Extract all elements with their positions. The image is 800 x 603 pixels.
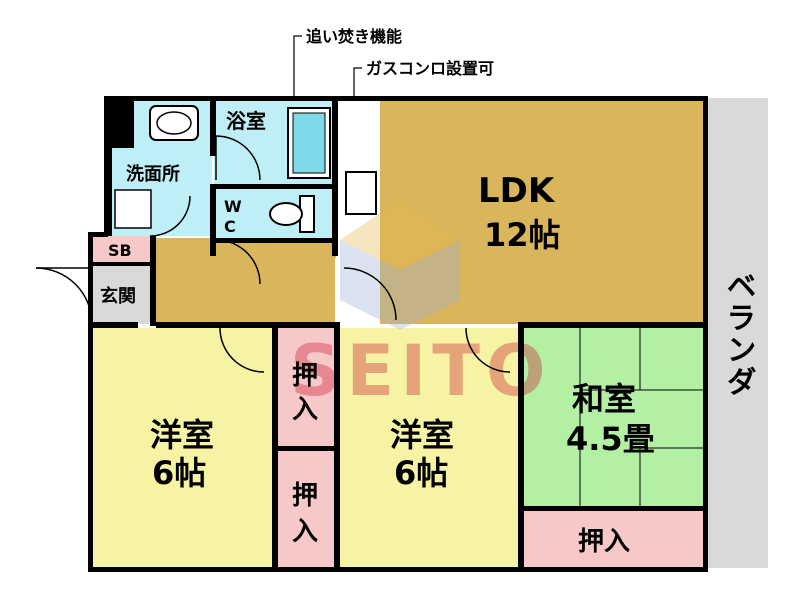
- toilet-icon: [269, 195, 315, 233]
- ldk-name-label: LDK: [478, 171, 556, 211]
- ldk-area: [378, 98, 706, 324]
- oidaki-annotation: 追い焚き機能: [306, 27, 402, 46]
- yoshitsu-left-size-label: 6帖: [152, 454, 206, 492]
- oshiire-2-area: [276, 450, 336, 568]
- washitsu-name-label: 和室: [572, 380, 636, 418]
- washitsu-size-label: 4.5畳: [566, 420, 655, 458]
- oshiire-1-label-a: 押: [292, 361, 318, 391]
- genkan-label: 玄関: [100, 285, 136, 307]
- walls: [88, 96, 708, 572]
- veranda-label: ベランダ: [721, 270, 756, 398]
- annotations: [293, 35, 362, 98]
- yoshitsu-right-size-label: 6帖: [394, 454, 448, 492]
- wc-label-w: W: [224, 197, 242, 216]
- house-logo-icon: [340, 200, 460, 330]
- gas-stove-annotation: ガスコンロ設置可: [366, 59, 494, 78]
- washroom-label: 洗面所: [126, 163, 180, 185]
- watermark-text: SEITO: [290, 330, 552, 412]
- door-swings: [35, 135, 511, 373]
- oshiire-3-area: [522, 510, 706, 568]
- oshiire-2-label-a: 押: [292, 481, 318, 511]
- veranda-area: [708, 98, 768, 568]
- oshiire-2-label-b: 入: [292, 517, 318, 547]
- wc-label-c: C: [224, 217, 236, 236]
- tatami-lines: [579, 328, 706, 508]
- yoshitsu-left-name-label: 洋室: [150, 416, 214, 454]
- stove-icon: [345, 171, 377, 215]
- ldk-size-label: 12帖: [484, 216, 561, 254]
- oshiire-3-label: 押入: [578, 527, 630, 557]
- oshiire-1-area: [276, 328, 336, 446]
- sb-label: SB: [108, 241, 132, 260]
- washer-icon: [114, 189, 152, 229]
- oshiire-1-label-b: 入: [292, 395, 318, 425]
- washitsu-area: [522, 328, 706, 508]
- yoshitsu-right-name-label: 洋室: [390, 416, 454, 454]
- genkan-area: [92, 266, 154, 324]
- washbasin-icon: [149, 105, 199, 141]
- bathroom-label: 浴室: [226, 109, 266, 133]
- bathtub-icon: [287, 107, 331, 179]
- sb-area: [92, 236, 154, 264]
